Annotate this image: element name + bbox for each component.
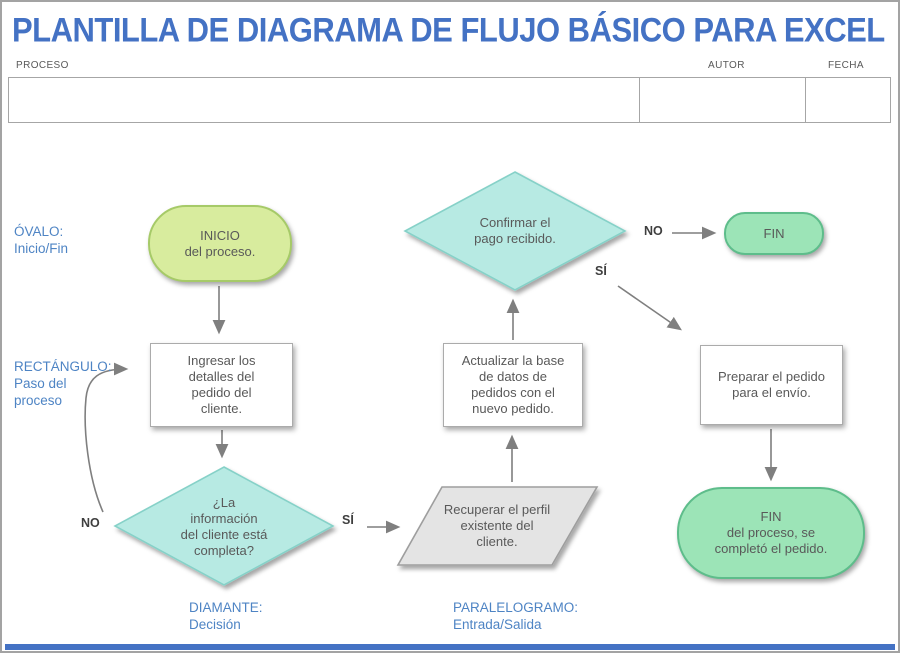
end-oval-short[interactable]: FIN xyxy=(724,212,824,255)
decision-pago-text: Confirmar el pago recibido. xyxy=(474,215,556,246)
decision-pago-diamond[interactable] xyxy=(403,171,627,291)
connector-no-return-curve xyxy=(84,362,129,513)
edge-label-si-2: SÍ xyxy=(595,264,607,278)
autor-label: AUTOR xyxy=(708,60,745,71)
page-title: PLANTILLA DE DIAGRAMA DE FLUJO BÁSICO PA… xyxy=(12,10,885,50)
legend-ovalo: ÓVALO: Inicio/Fin xyxy=(14,224,69,256)
decision-info-text: ¿La información del cliente está complet… xyxy=(180,495,268,558)
legend-diamante: DIAMANTE: Decisión xyxy=(189,600,263,632)
edge-label-no-1: NO xyxy=(81,516,100,530)
legend-rectangulo: RECTÁNGULO: Paso del proceso xyxy=(14,359,112,408)
end-oval-long[interactable]: FIN del proceso, se completó el pedido. xyxy=(677,487,865,579)
legend-paralelogramo: PARALELOGRAMO: Entrada/Salida xyxy=(453,600,579,632)
io-recuperar-parallelogram[interactable] xyxy=(396,486,599,566)
step-ingresar[interactable]: Ingresar los detalles del pedido del cli… xyxy=(150,343,293,427)
io-recuperar-text: Recuperar el perfil existente del client… xyxy=(443,502,551,549)
start-oval[interactable]: INICIO del proceso. xyxy=(148,205,292,282)
header-table xyxy=(8,77,891,123)
connector-si-to-preparar xyxy=(617,285,682,331)
step-preparar[interactable]: Preparar el pedido para el envío. xyxy=(700,345,843,425)
step-actualizar[interactable]: Actualizar la base de datos de pedidos c… xyxy=(443,343,583,427)
edge-label-si-1: SÍ xyxy=(342,513,354,527)
fecha-label: FECHA xyxy=(828,60,864,71)
proceso-label: PROCESO xyxy=(16,60,69,71)
autor-input-cell[interactable] xyxy=(639,78,805,122)
fecha-input-cell[interactable] xyxy=(805,78,890,122)
edge-label-no-2: NO xyxy=(644,224,663,238)
decision-info-diamond[interactable] xyxy=(113,466,335,586)
footer-accent-bar xyxy=(5,644,895,650)
